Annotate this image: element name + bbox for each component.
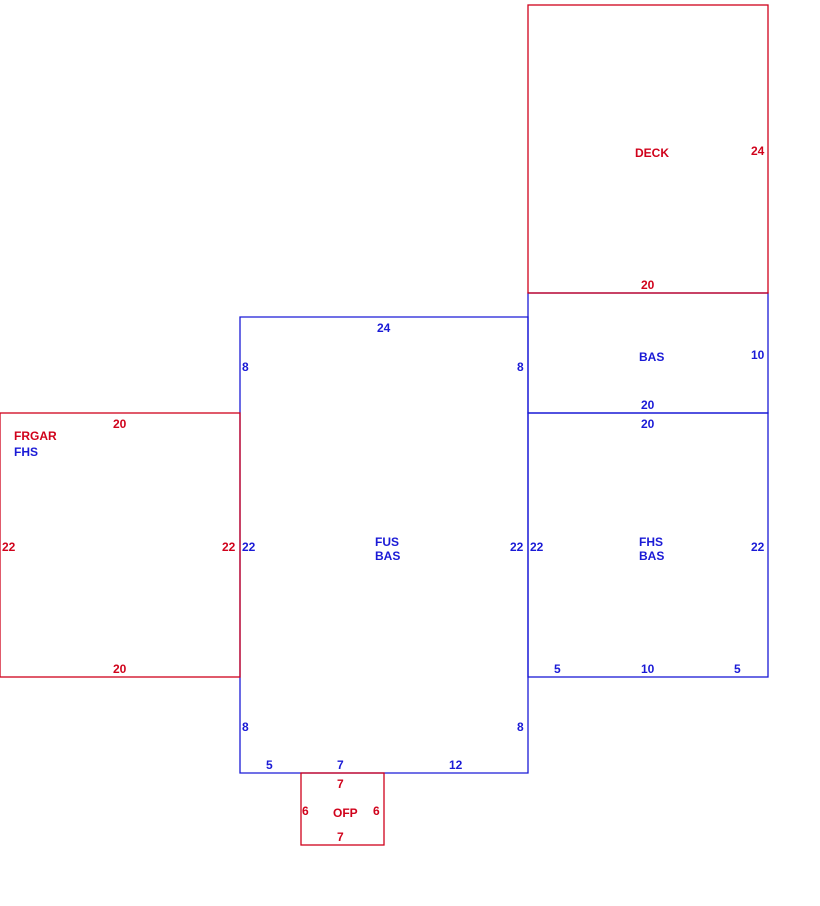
ofp-dim-top: 7 [337, 777, 344, 791]
fhs-right-dim-bottom-a: 5 [554, 662, 561, 676]
fhs-right-dim-bottom-b: 10 [641, 662, 655, 676]
frgar-dim-left: 22 [2, 540, 16, 554]
fhs-right-dim-top: 20 [641, 417, 655, 431]
fus-main-dim-right-upper: 8 [517, 360, 524, 374]
deck-outline [527, 4, 769, 294]
fus-main-dim-bottom-c: 12 [449, 758, 463, 772]
frgar-dim-right: 22 [222, 540, 236, 554]
fus-main-label-2: BAS [375, 549, 400, 563]
fus-main-dim-top: 24 [377, 321, 391, 335]
deck-dim-bottom: 20 [641, 278, 655, 292]
ofp-dim-right: 6 [373, 804, 380, 818]
fus-main-dim-left-lower: 8 [242, 720, 249, 734]
frgar-label-1: FRGAR [14, 429, 57, 443]
fus-main-dim-left: 22 [242, 540, 256, 554]
deck-label: DECK [635, 146, 669, 160]
frgar-dim-bottom: 20 [113, 662, 127, 676]
bas-upper-dim-right: 10 [751, 348, 765, 362]
fus-main-dim-bottom-a: 5 [266, 758, 273, 772]
bas-upper-dim-bottom: 20 [641, 398, 655, 412]
fhs-right-dim-left: 22 [530, 540, 544, 554]
frgar-dim-top: 20 [113, 417, 127, 431]
fhs-right-outline [527, 412, 769, 678]
fus-main-dim-right: 22 [510, 540, 524, 554]
ofp-dim-bottom: 7 [337, 830, 344, 844]
frgar-label-2: FHS [14, 445, 38, 459]
fus-main-label-1: FUS [375, 535, 399, 549]
fus-main-dim-bottom-b: 7 [337, 758, 344, 772]
ofp-outline [300, 772, 385, 846]
fus-main-dim-right-lower: 8 [517, 720, 524, 734]
frgar-outline [0, 412, 241, 678]
ofp-label: OFP [333, 806, 358, 820]
fus-main-dim-left-upper: 8 [242, 360, 249, 374]
deck-dim-right: 24 [751, 144, 765, 158]
fhs-right-label-1: FHS [639, 535, 663, 549]
fhs-right-dim-bottom-c: 5 [734, 662, 741, 676]
fhs-right-dim-right: 22 [751, 540, 765, 554]
fhs-right-label-2: BAS [639, 549, 664, 563]
bas-upper-label: BAS [639, 350, 664, 364]
ofp-dim-left: 6 [302, 804, 309, 818]
